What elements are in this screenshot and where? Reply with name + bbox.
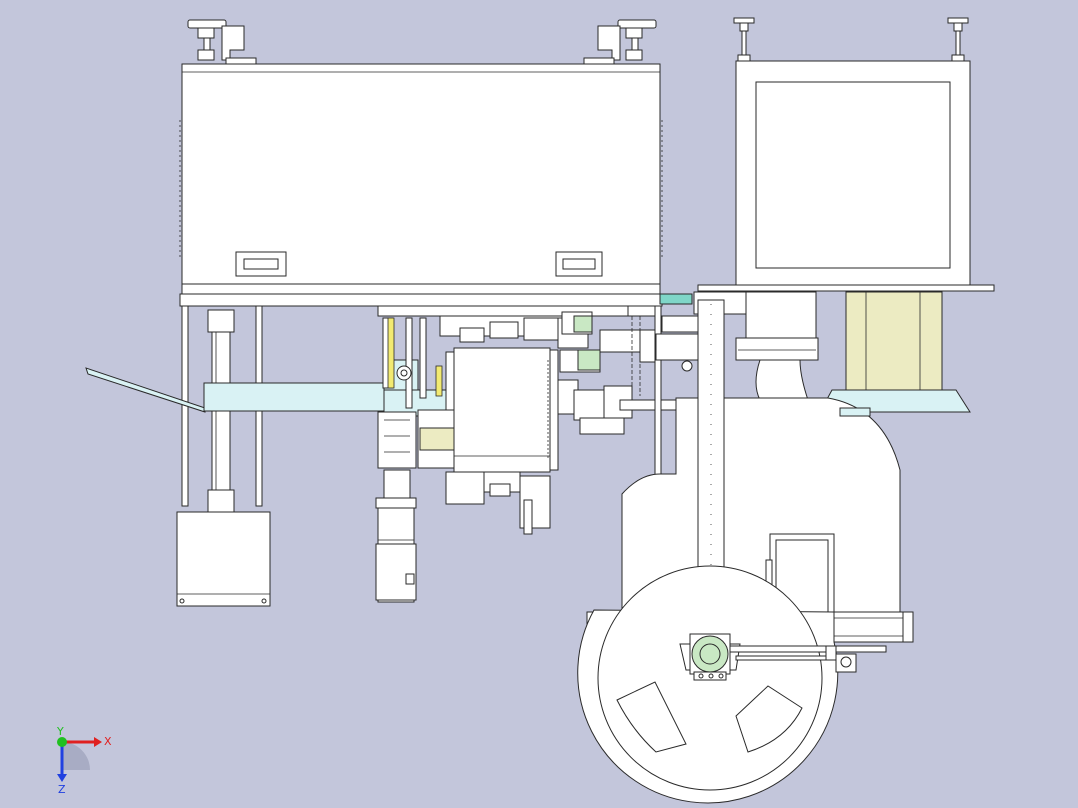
central-mechanism [375,293,695,603]
y-axis-dot [57,737,67,747]
lower-weight-box [176,511,271,607]
vertical-column [697,299,725,613]
y-axis-label: Y [56,725,64,738]
leveling-foot-left-icon [187,19,257,67]
large-drive-wheel [577,565,887,804]
cabinet-side-vents [179,120,663,260]
leveling-foot-right-icon [583,19,657,67]
cabinet-handle-right [555,251,603,277]
z-axis-label: Z [58,783,66,796]
main-motor-housing [453,347,551,473]
frame-bolt-left-icon [733,17,755,62]
left-cabinet-assembly [179,19,663,307]
cabinet-handle-left [235,251,287,277]
monitor-screen [755,81,951,269]
x-axis-label: X [104,735,112,748]
cabinet-base-plate [181,283,661,295]
coordinate-triad-icon: X Y Z [56,725,112,796]
